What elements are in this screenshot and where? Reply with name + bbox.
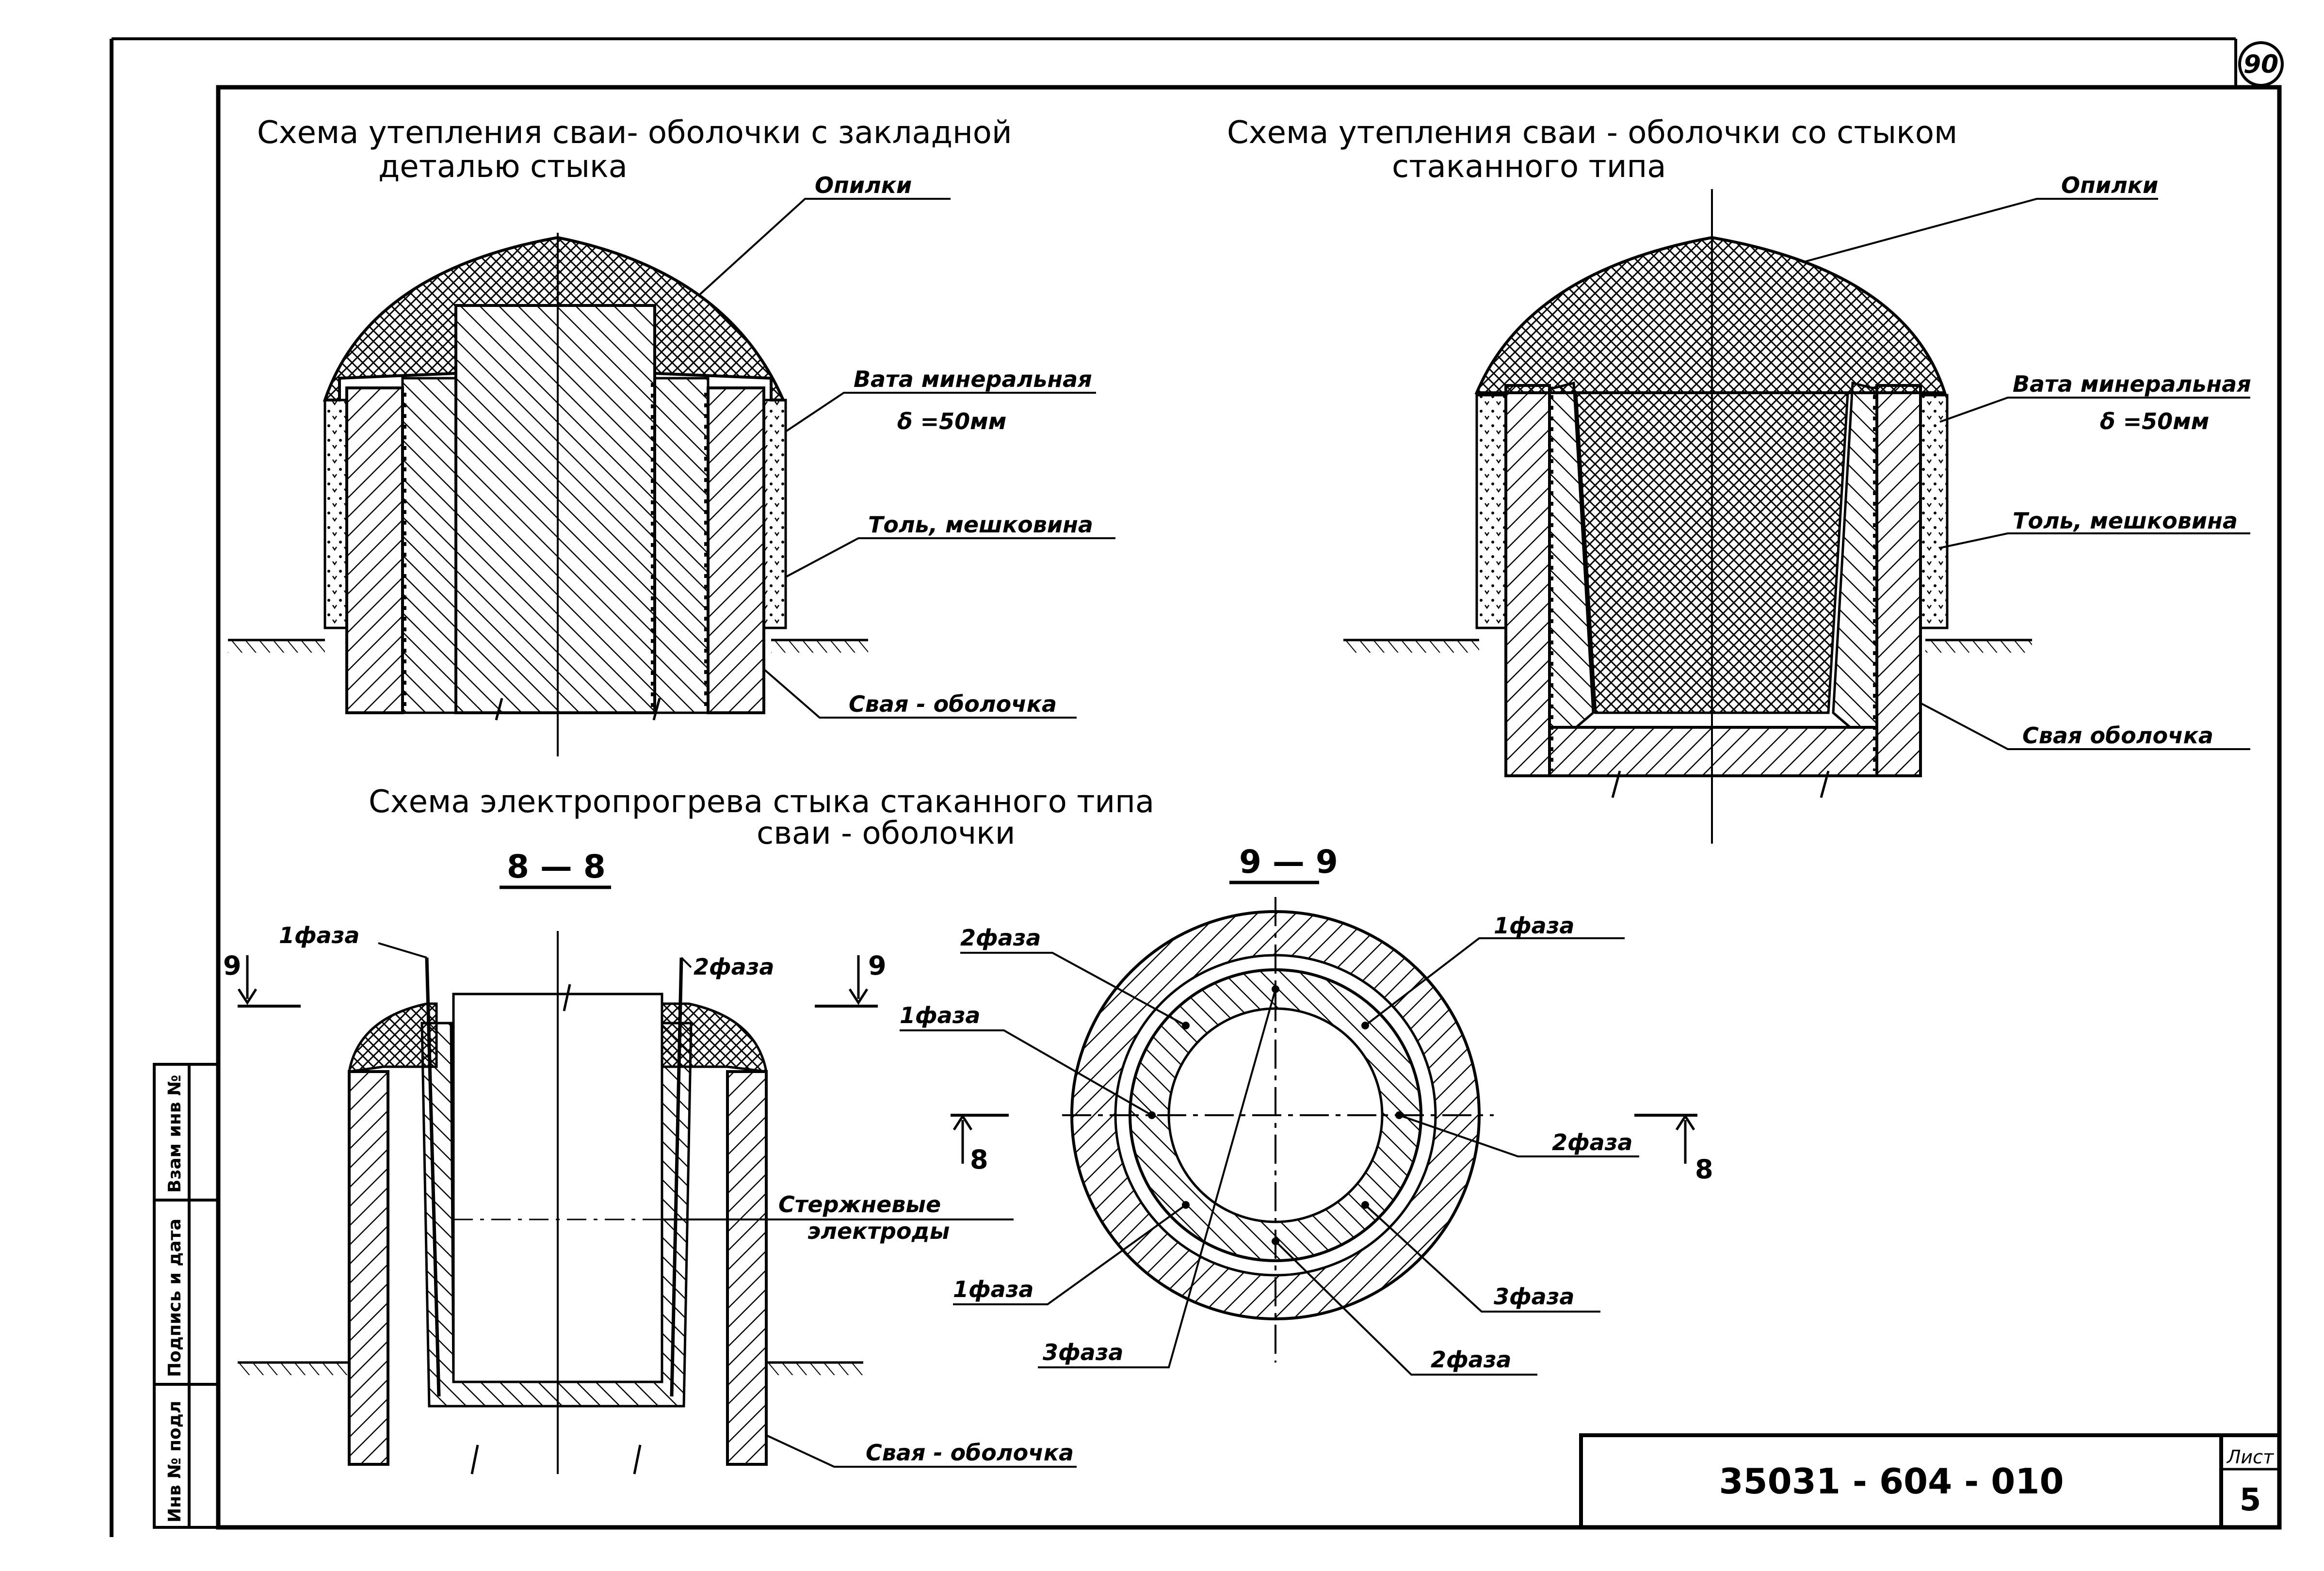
section8-title: 8 — 8 (507, 848, 606, 885)
sheet-number-badge: 90 (2238, 41, 2284, 87)
list-number: 5 (2240, 1482, 2261, 1518)
section9-drawing (900, 897, 1697, 1376)
section8-cut-left: 9 (223, 950, 242, 981)
stamp-replace-label: Взам инв № (165, 1075, 185, 1193)
scheme1-title-line2: деталью стыка (378, 149, 628, 185)
scheme1-title-line1: Схема утепления сваи- оболочки с закладн… (257, 115, 1012, 151)
scheme1-wool-thickness: δ =50мм (897, 408, 1006, 434)
section8-drawing (237, 931, 1077, 1475)
section9-title: 9 — 9 (1239, 843, 1338, 881)
scheme1-wool-label: Вата минеральная (854, 366, 1092, 392)
scheme2-sawdust-label: Опилки (2061, 172, 2158, 198)
section9-top-left-label: 2фаза (960, 925, 1041, 951)
section9-left-label: 1фаза (900, 1002, 980, 1028)
stamp-inv-label: Инв № подл (165, 1401, 185, 1523)
section9-cut-right: 8 (1695, 1154, 1713, 1185)
section8-cut-right: 9 (868, 950, 887, 981)
stamp-sign-label: Подпись и дата (165, 1218, 185, 1377)
scheme2-pile-label: Свая оболочка (2022, 722, 2213, 749)
title-block (1579, 1433, 2281, 1529)
section9-bottom-right-label: 3фаза (1494, 1283, 1574, 1310)
sheet-number: 90 (2243, 50, 2278, 79)
sheet-frame (110, 37, 2282, 1537)
scheme3-title-line2: сваи - оболочки (757, 816, 1015, 851)
section9-bottom-right2-label: 2фаза (1431, 1347, 1511, 1373)
section9-bottom-left2-label: 3фаза (1043, 1339, 1123, 1365)
section9-top-right-label: 1фаза (1494, 913, 1574, 939)
section8-pile-label: Свая - оболочка (866, 1440, 1074, 1466)
scheme1-pile-label: Свая - оболочка (849, 691, 1057, 717)
section9-cut-left: 8 (970, 1144, 988, 1175)
drawing-code: 35031 - 604 - 010 (1719, 1461, 2064, 1502)
section9-bottom-left-label: 1фаза (953, 1276, 1033, 1302)
scheme1-roofing-label: Толь, мешковина (868, 512, 1093, 538)
section9-right-label: 2фаза (1552, 1129, 1632, 1155)
list-label: Лист (2226, 1446, 2275, 1468)
scheme2-title-line2: стаканного типа (1392, 149, 1666, 185)
side-stamp (153, 1063, 220, 1529)
scheme2-pile (1343, 189, 2250, 844)
section8-electrodes-line1: Стержневые (778, 1191, 941, 1218)
scheme2-wool-thickness: δ =50мм (2100, 408, 2209, 434)
scheme2-roofing-label: Толь, мешковина (2013, 508, 2238, 534)
scheme2-title-line1: Схема утепления сваи - оболочки со стыко… (1227, 115, 1957, 151)
scheme3-title-line1: Схема электропрогрева стыка стаканного т… (369, 784, 1154, 820)
scheme2-wool-label: Вата минеральная (2013, 371, 2251, 397)
section8-phase2-label: 2фаза (694, 954, 774, 980)
scheme1-sawdust-label: Опилки (815, 172, 912, 198)
section8-phase1-label: 1фаза (279, 922, 359, 948)
scheme1-pile (228, 198, 1115, 756)
section8-electrodes-line2: электроды (807, 1218, 950, 1244)
